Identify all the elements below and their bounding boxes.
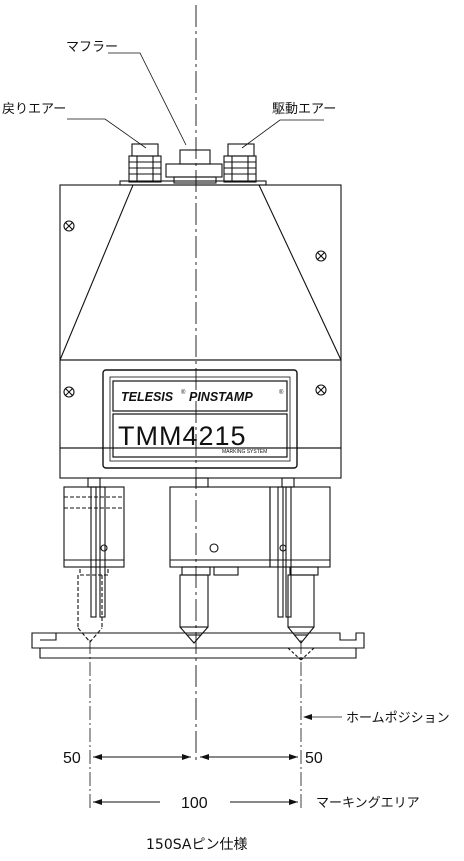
svg-text:®: ®	[279, 389, 284, 396]
home-position-label: ホームポジション	[346, 711, 450, 726]
screw-icon	[63, 220, 327, 398]
nameplate-product: PINSTAMP	[189, 390, 253, 404]
return-air-label: 戻りエアー	[2, 102, 66, 117]
nameplate-model-sub: MARKING SYSTEM	[222, 449, 267, 455]
center-pin-cylinder	[169, 486, 271, 644]
return-air-fitting	[128, 143, 162, 183]
right-offset-dimension: 50	[305, 750, 323, 767]
drive-air-fitting	[223, 143, 257, 183]
marking-plate	[31, 632, 365, 659]
svg-text:®: ®	[181, 389, 186, 396]
marking-area-label: マーキングエリア	[316, 796, 420, 811]
right-pin-cylinder	[269, 486, 331, 661]
upper-housing	[59, 184, 342, 361]
muffler-label: マフラー	[66, 40, 118, 55]
figure-caption: 150SAピン仕様	[146, 837, 247, 853]
muffler-fitting	[165, 149, 223, 184]
left-offset-dimension: 50	[63, 750, 81, 767]
housing-bottom-plate	[59, 447, 342, 479]
nameplate	[102, 369, 298, 469]
marking-width-dimension: 100	[181, 795, 208, 812]
left-pin-cylinder	[63, 486, 125, 643]
nameplate-model: TMM4215	[118, 421, 247, 451]
drive-air-label: 駆動エアー	[272, 102, 336, 117]
nameplate-brand: TELESIS	[121, 390, 174, 404]
